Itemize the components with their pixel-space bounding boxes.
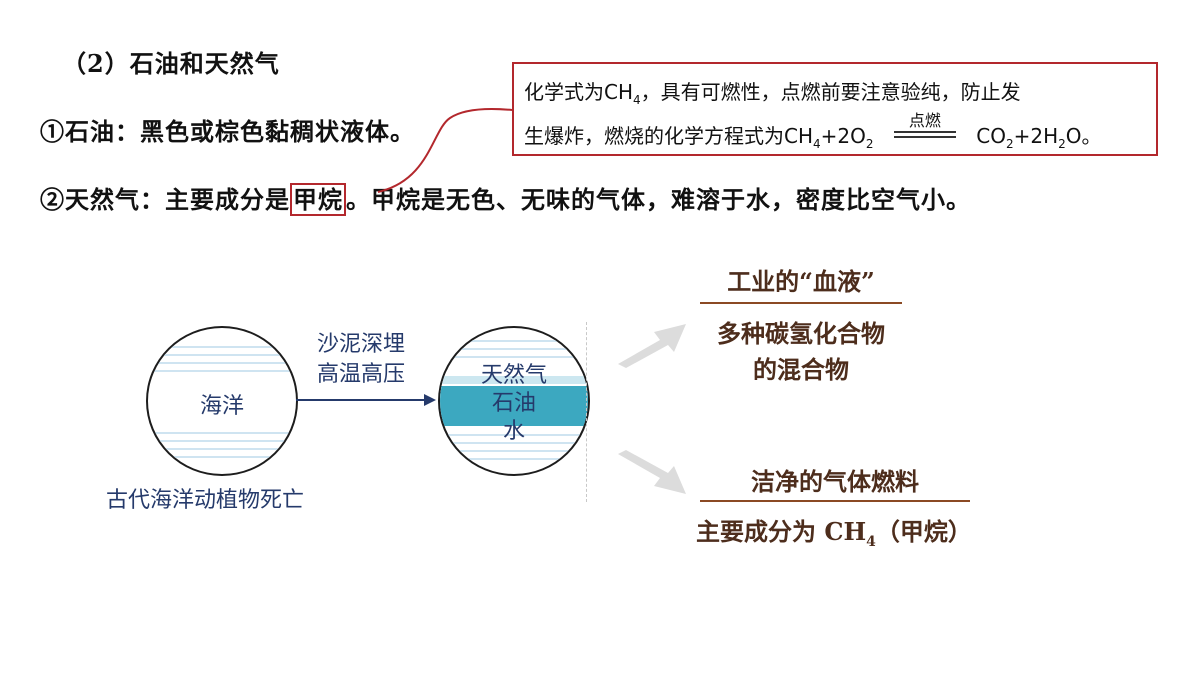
- ocean-label: 海洋: [199, 394, 244, 419]
- note-text: ，具有可燃性，点燃前要注意验纯，防止发: [640, 80, 1021, 104]
- note-product-text: +2H: [1013, 124, 1059, 148]
- methane-highlight: 甲烷: [290, 183, 346, 216]
- note-equation-text: 生爆炸，燃烧的化学方程式为CH: [524, 124, 814, 148]
- water-layer-label: 水: [502, 419, 525, 444]
- petroleum-description: ①石油：黑色或棕色黏稠状液体。: [40, 117, 415, 146]
- petroleum-desc-line-2: 的混合物: [753, 355, 849, 384]
- natural-gas-description: ②天然气：主要成分是甲烷。甲烷是无色、无味的气体，难溶于水，密度比空气小。: [40, 180, 971, 216]
- gas-layer-label: 天然气: [480, 363, 547, 388]
- callout-connector: [377, 107, 513, 193]
- petroleum-card-title: 工业的“血液”: [727, 267, 875, 296]
- note-subscript: 2: [865, 137, 874, 151]
- petroleum-card-rule: [700, 302, 902, 304]
- note-line-1: 化学式为CH4，具有可燃性，点燃前要注意验纯，防止发: [524, 74, 1146, 118]
- note-equation-text: +2O: [820, 124, 866, 148]
- gas-card-title: 洁净的气体燃料: [751, 467, 919, 496]
- note-product-text: CO: [976, 124, 1006, 148]
- condition-label: 点燃: [908, 110, 941, 130]
- petroleum-card-desc: 多种碳氢化合物 的混合物: [690, 316, 912, 388]
- process-heat-pressure: 高温高压: [316, 362, 405, 387]
- gas-desc-text: 主要成分为 CH: [696, 517, 867, 546]
- gas-desc-text: （甲烷）: [875, 517, 972, 546]
- ocean-circle: 海洋: [146, 326, 298, 476]
- note-subscript: 4: [633, 93, 641, 107]
- equals-bar-top: [893, 130, 956, 133]
- process-conditions: 沙泥深埋 高温高压: [306, 330, 416, 390]
- oil-layer-label: 石油: [491, 391, 536, 416]
- natural-gas-prefix: ②天然气：主要成分是: [40, 185, 290, 214]
- note-subscript: 2: [1058, 137, 1066, 151]
- oil-gas-layers-circle: 天然气 石油 水: [438, 326, 590, 476]
- note-formula-text: 化学式为CH: [524, 80, 634, 104]
- reaction-condition: 点燃: [880, 111, 970, 153]
- diagram-caption: 古代海洋动植物死亡: [106, 488, 305, 513]
- gas-card-rule: [700, 500, 970, 502]
- note-product-text: O。: [1065, 124, 1102, 148]
- process-burial: 沙泥深埋: [316, 332, 405, 357]
- transformation-arrow: [296, 394, 436, 406]
- arrow-up-right-icon: [618, 324, 686, 368]
- petroleum-desc-line-1: 多种碳氢化合物: [717, 319, 885, 348]
- arrow-down-right-icon: [618, 450, 686, 494]
- natural-gas-suffix: 。甲烷是无色、无味的气体，难溶于水，密度比空气小。: [346, 185, 971, 214]
- gas-desc-subscript: 4: [866, 533, 876, 550]
- layer-labels: 天然气 石油 水: [440, 362, 588, 446]
- gas-card-desc: 主要成分为 CH4（甲烷）: [696, 512, 986, 550]
- methane-note-box: 化学式为CH4，具有可燃性，点燃前要注意验纯，防止发 生爆炸，燃烧的化学方程式为…: [512, 62, 1158, 156]
- note-line-2: 生爆炸，燃烧的化学方程式为CH4+2O2 点燃 CO2+2H2O。: [524, 111, 1146, 162]
- equals-bar-bottom: [893, 135, 956, 138]
- note-subscript: 4: [813, 137, 821, 151]
- circle-tick-marks: [586, 322, 590, 502]
- section-heading: （2）石油和天然气: [62, 49, 280, 78]
- oil-layer: [440, 386, 588, 426]
- note-subscript: 2: [1005, 137, 1014, 151]
